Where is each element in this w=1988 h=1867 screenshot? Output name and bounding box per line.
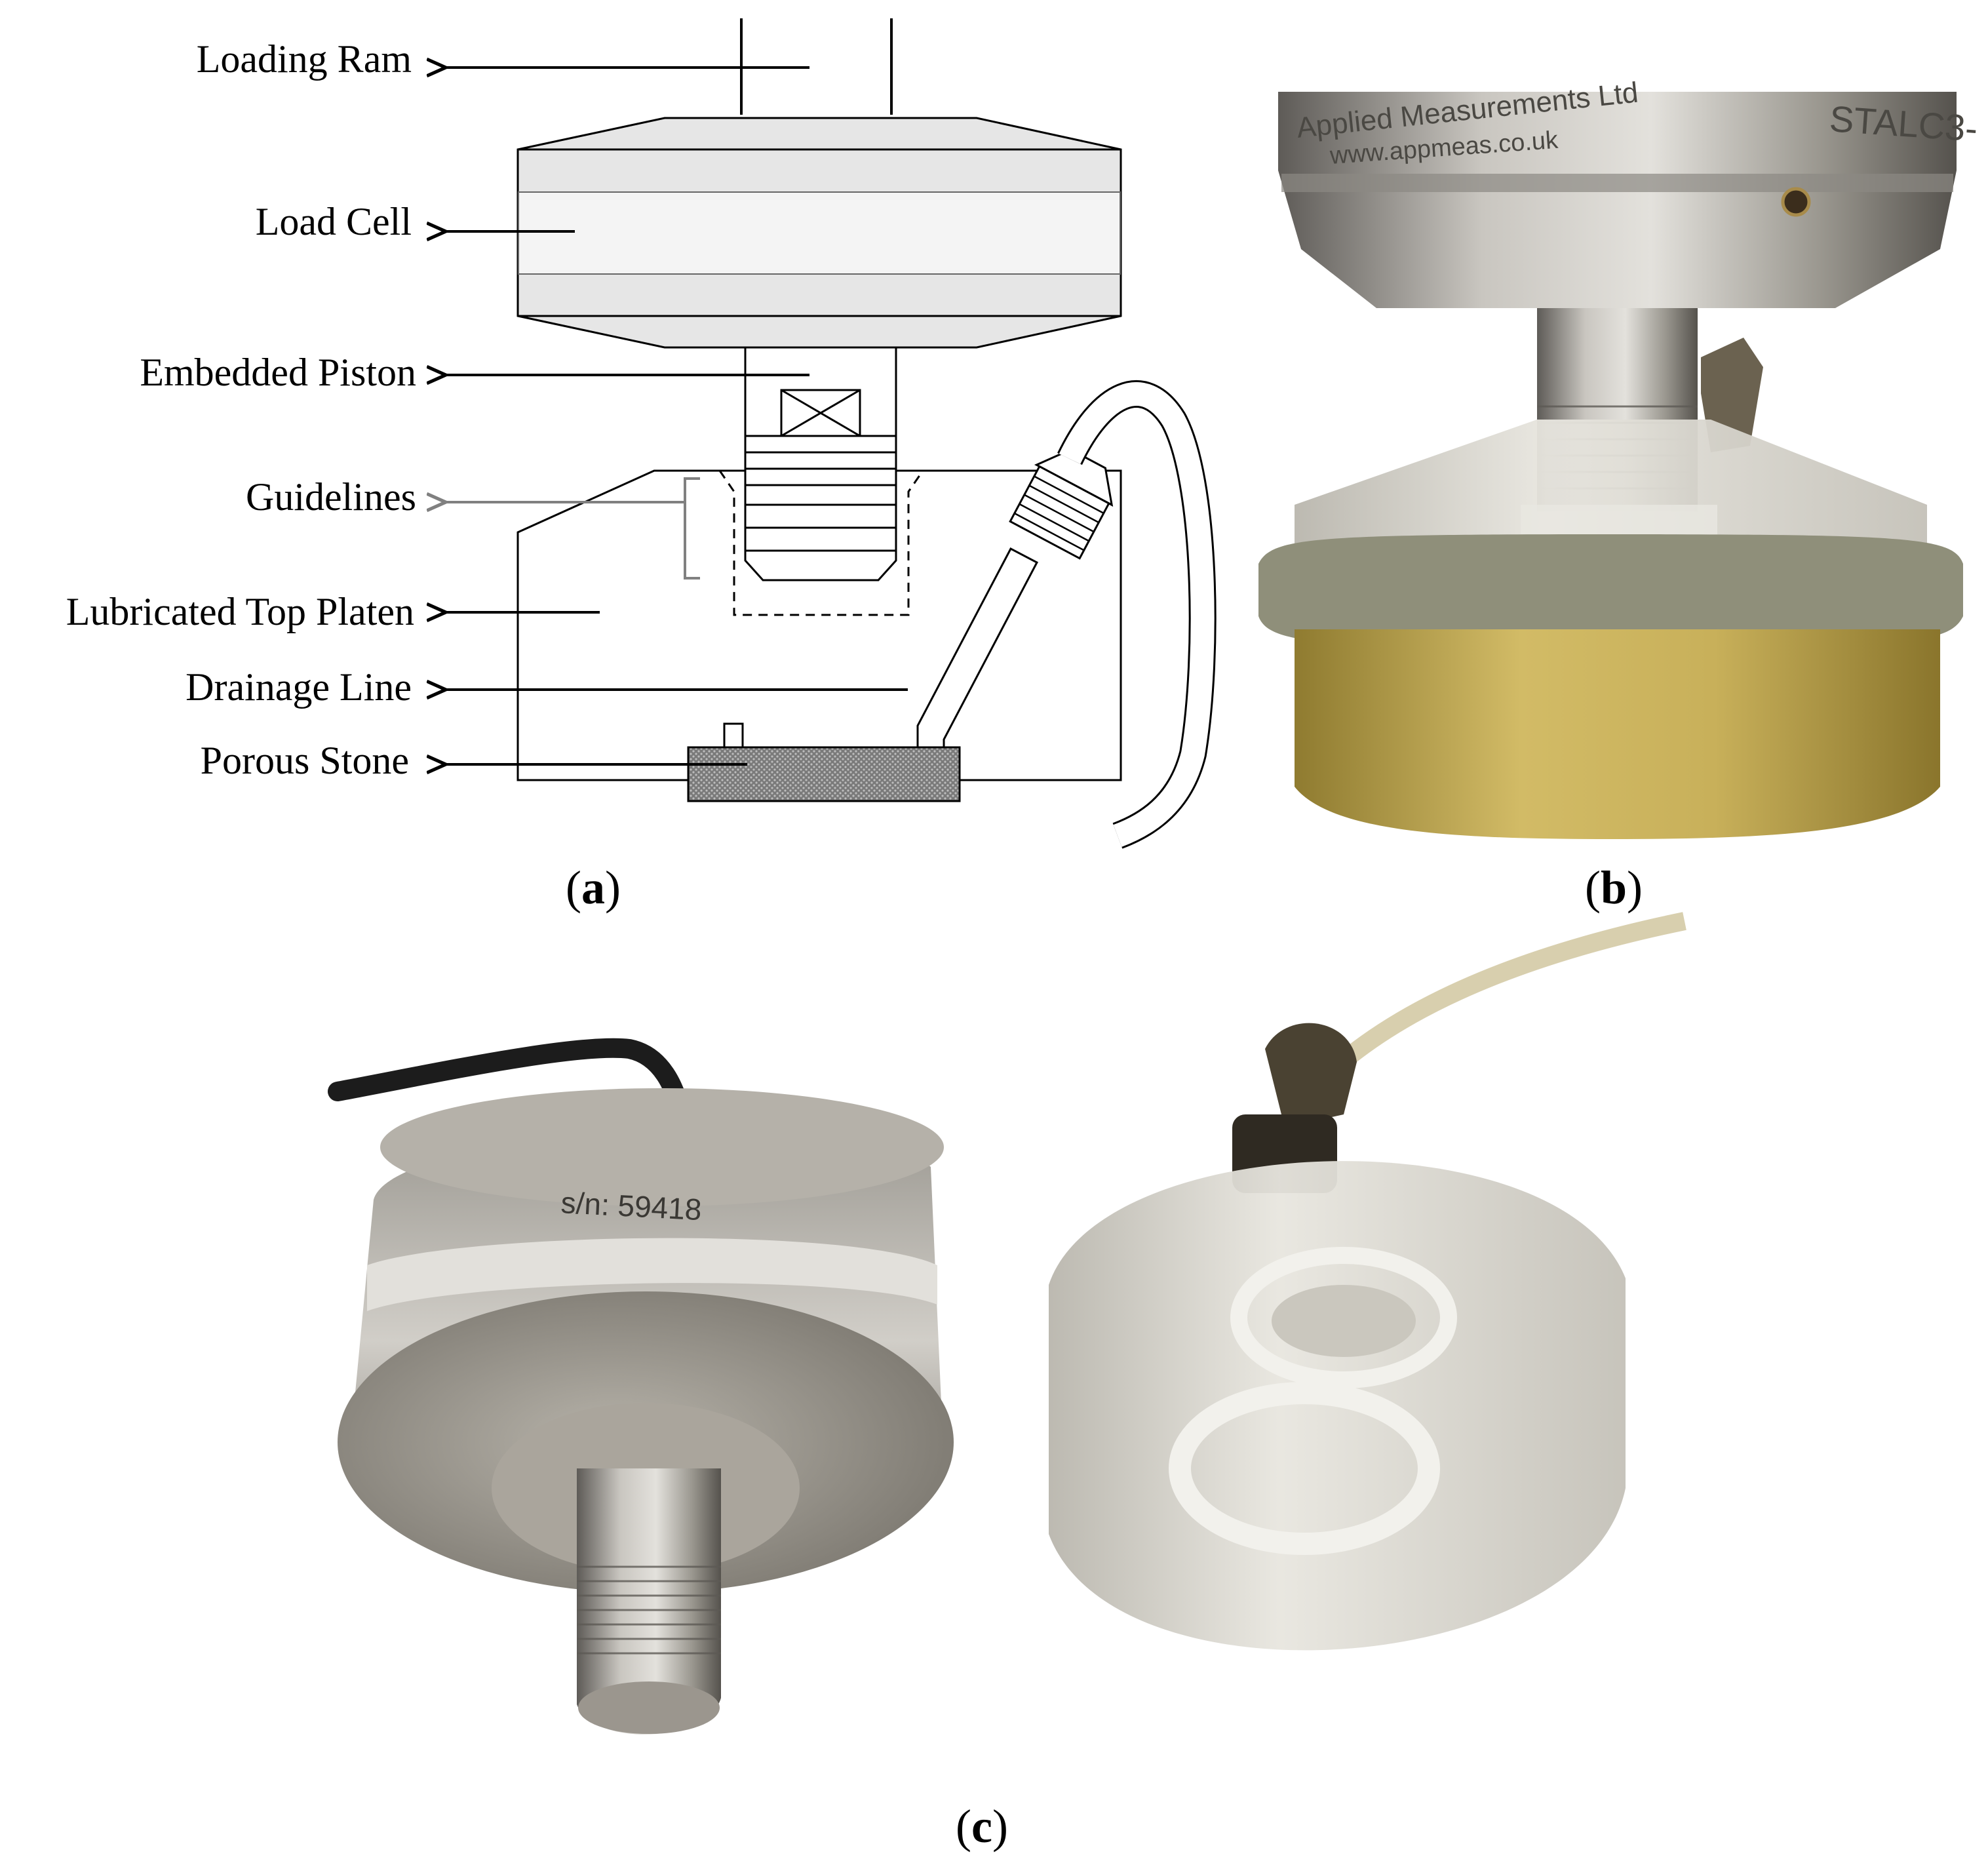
- photo-c-load-cell-top: [380, 1088, 944, 1206]
- photo-c-piston-threads: [577, 1565, 721, 1655]
- photo-b-engraving-model: STALC3-: [1828, 98, 1979, 149]
- label-drainage-line: Drainage Line: [185, 665, 412, 709]
- drainage-tubing-inner: [1059, 382, 1215, 847]
- label-embedded-piston: Embedded Piston: [140, 351, 416, 394]
- photo-b-brass-mould: [1295, 629, 1940, 839]
- panel-a-schematic: Loading Ram Load Cell Embedded Piston Gu…: [66, 18, 1217, 914]
- porous-stone: [687, 746, 961, 802]
- label-porous-stone: Porous Stone: [201, 739, 409, 782]
- photo-c-acrylic-upper-ring: [1230, 1247, 1457, 1388]
- photo-b-acrylic-platen: [1295, 420, 1927, 547]
- photo-c-load-cell-band: [367, 1238, 937, 1311]
- photo-c-acrylic-lower-ring: [1169, 1382, 1440, 1555]
- drainage-channel: [916, 547, 1039, 747]
- load-cell-center-band: [518, 191, 1121, 275]
- label-load-cell: Load Cell: [256, 200, 412, 243]
- photo-c-piston-tip: [578, 1681, 720, 1734]
- guideline-bracket: [684, 477, 700, 580]
- photo-c-serial: s/n: 59418: [560, 1185, 702, 1227]
- photo-c-acrylic-hole: [1272, 1285, 1416, 1357]
- label-loading-ram: Loading Ram: [197, 37, 412, 81]
- photo-c-piston: [577, 1468, 721, 1735]
- panel-c-photo: s/n: 59418 (c): [328, 912, 1686, 1853]
- photo-b-membrane-ring: [1258, 534, 1963, 649]
- caption-b: (b): [1585, 861, 1643, 914]
- photo-b-bolt-hole: [1781, 187, 1811, 217]
- drainage-fitting: [1009, 448, 1114, 560]
- photo-b-load-cell-band: [1281, 174, 1953, 192]
- label-guidelines: Guidelines: [246, 475, 416, 519]
- stone-vent: [723, 722, 744, 749]
- piston-threads: [745, 451, 896, 552]
- photo-c-tubing: [1344, 912, 1686, 1063]
- platen-recess-dashed: [718, 470, 924, 616]
- photo-c-cable: [328, 1038, 692, 1124]
- photo-b-load-cell: [1278, 92, 1957, 308]
- photo-c-elbow-fitting: [1265, 1023, 1357, 1128]
- panel-b-photo: Applied Measurements Ltd www.appmeas.co.…: [1258, 77, 1979, 914]
- piston-threaded-end: [744, 435, 897, 581]
- piston-cross-b: [781, 389, 861, 437]
- caption-a: (a): [566, 861, 621, 914]
- label-lubricated-top-platen: Lubricated Top Platen: [66, 590, 414, 633]
- caption-c: (c): [956, 1800, 1008, 1853]
